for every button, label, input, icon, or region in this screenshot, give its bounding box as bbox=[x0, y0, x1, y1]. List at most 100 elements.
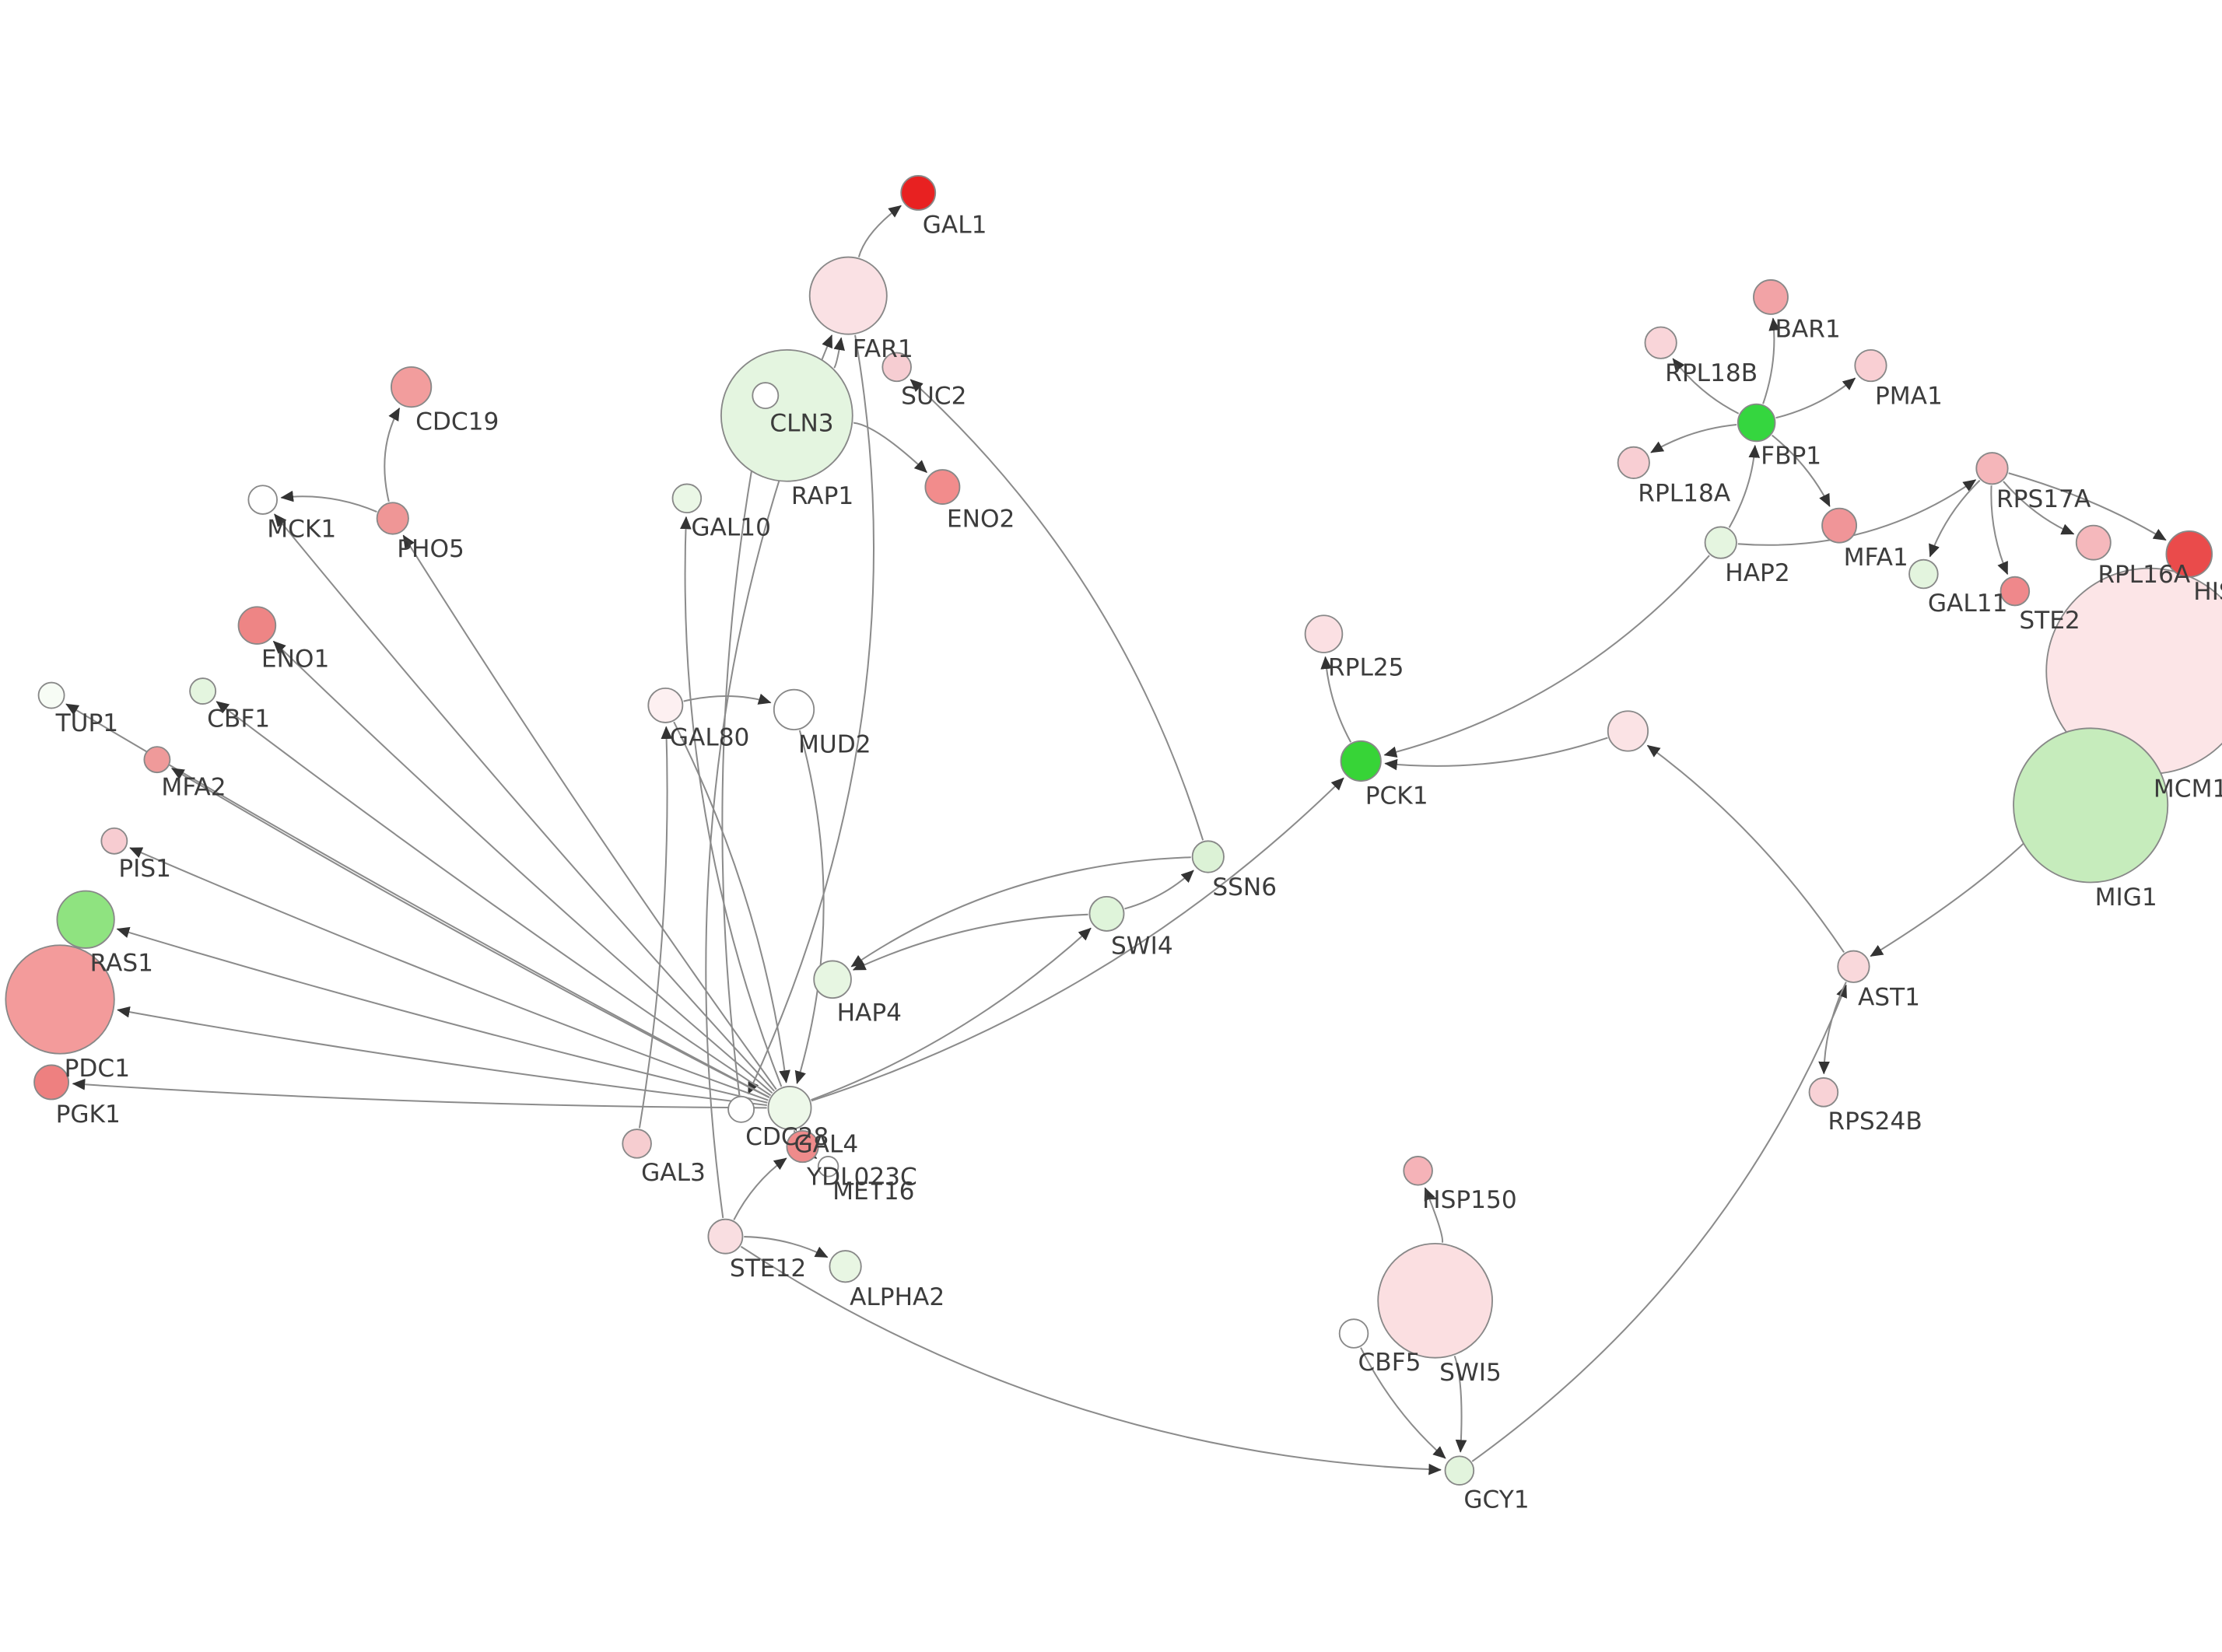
node-PHO5[interactable] bbox=[376, 502, 409, 535]
edge-RAP1-ENO2 bbox=[853, 422, 927, 474]
edge-GAL4-PDC1 bbox=[117, 1006, 767, 1107]
node-MUD2[interactable] bbox=[773, 688, 815, 731]
node-FBP1[interactable] bbox=[1737, 403, 1776, 443]
node-MIG1[interactable] bbox=[2013, 727, 2169, 884]
node-RPS17A[interactable] bbox=[1975, 452, 2009, 485]
edge-GAL4-MCK1 bbox=[273, 513, 775, 1092]
node-CLN3[interactable] bbox=[752, 382, 780, 410]
node-SUC2[interactable] bbox=[881, 352, 912, 383]
edge-FBP1-RPL18B bbox=[1672, 358, 1740, 415]
node-CBF5[interactable] bbox=[1338, 1318, 1369, 1349]
node-FAR1[interactable] bbox=[808, 256, 888, 335]
label-GAL80: GAL80 bbox=[670, 723, 750, 751]
node-GAL3[interactable] bbox=[622, 1129, 652, 1159]
node-CBF1[interactable] bbox=[189, 677, 217, 705]
edge-GAL4-PGK1 bbox=[72, 1079, 767, 1109]
label-HAP4: HAP4 bbox=[837, 999, 902, 1027]
node-CDC19[interactable] bbox=[391, 366, 433, 408]
edges-layer bbox=[65, 205, 2167, 1475]
label-PIS1: PIS1 bbox=[118, 855, 171, 883]
node-RPS24B[interactable] bbox=[1808, 1077, 1839, 1108]
node-SWI5[interactable] bbox=[1377, 1242, 1493, 1359]
node-PIS1[interactable] bbox=[100, 827, 128, 855]
edge-FBP1-BAR1 bbox=[1762, 317, 1780, 404]
edge-SSN6-SUC2 bbox=[909, 379, 1204, 841]
node-BAR1[interactable] bbox=[1753, 279, 1789, 315]
node-HIS4[interactable] bbox=[2165, 530, 2213, 578]
node-TUP1[interactable] bbox=[37, 681, 65, 709]
node-GAL80[interactable] bbox=[647, 687, 684, 723]
node-AST1[interactable] bbox=[1837, 950, 1870, 983]
node-RPL25[interactable] bbox=[1304, 614, 1344, 653]
label-MIG1: MIG1 bbox=[2095, 884, 2157, 912]
edge-PHO5-MCK1 bbox=[280, 490, 377, 513]
node-MET16[interactable] bbox=[817, 1155, 839, 1178]
edge-PCK1-RPL25 bbox=[1320, 656, 1352, 743]
label-ENO1: ENO1 bbox=[261, 645, 329, 673]
edge-CBF5-GCY1 bbox=[1360, 1347, 1446, 1459]
node-CDC28[interactable] bbox=[727, 1095, 755, 1123]
node-GAL10[interactable] bbox=[671, 483, 703, 514]
label-FAR1: FAR1 bbox=[853, 335, 913, 363]
edge-n51-PCK1 bbox=[1384, 737, 1608, 771]
node-PDC1[interactable] bbox=[5, 944, 115, 1055]
node-SSN6[interactable] bbox=[1191, 840, 1225, 873]
node-GCY1[interactable] bbox=[1444, 1455, 1475, 1486]
node-RPL18A[interactable] bbox=[1617, 446, 1650, 479]
label-GAL1: GAL1 bbox=[923, 211, 987, 239]
node-HAP2[interactable] bbox=[1704, 526, 1737, 559]
node-SWI4[interactable] bbox=[1088, 895, 1125, 932]
node-GAL4[interactable] bbox=[767, 1086, 812, 1130]
node-GAL1[interactable] bbox=[900, 175, 937, 211]
label-GAL10: GAL10 bbox=[691, 513, 771, 541]
node-RPL16A[interactable] bbox=[2075, 524, 2112, 561]
label-GAL11: GAL11 bbox=[1928, 590, 2008, 618]
node-RAP1[interactable] bbox=[720, 348, 853, 482]
label-SWI5: SWI5 bbox=[1439, 1359, 1502, 1387]
edge-SWI4-HAP4 bbox=[852, 913, 1088, 971]
label-STE12: STE12 bbox=[730, 1255, 806, 1283]
node-ENO2[interactable] bbox=[924, 469, 961, 506]
edge-FBP1-PMA1 bbox=[1775, 377, 1856, 419]
node-ALPHA2[interactable] bbox=[829, 1250, 862, 1283]
node-HSP150[interactable] bbox=[1403, 1155, 1433, 1186]
label-HAP2: HAP2 bbox=[1725, 559, 1789, 587]
edge-GAL4-PHO5 bbox=[402, 534, 777, 1090]
label-RPS17A: RPS17A bbox=[1996, 485, 2091, 513]
node-PGK1[interactable] bbox=[33, 1064, 70, 1101]
node-RPL18B[interactable] bbox=[1644, 326, 1677, 359]
label-MCM1: MCM1 bbox=[2154, 775, 2222, 803]
node-PCK1[interactable] bbox=[1340, 740, 1382, 782]
edge-CDC28-CLN3 bbox=[721, 411, 766, 1096]
node-n51[interactable] bbox=[1607, 710, 1649, 752]
edge-SWI5-GCY1 bbox=[1453, 1355, 1467, 1453]
node-MFA2[interactable] bbox=[143, 746, 171, 774]
edge-SSN6-HAP4 bbox=[850, 856, 1191, 968]
node-PMA1[interactable] bbox=[1854, 348, 1887, 383]
node-RAS1[interactable] bbox=[56, 890, 115, 949]
edge-GAL4-PIS1 bbox=[129, 847, 769, 1101]
edge-GAL4-MFA2 bbox=[171, 767, 770, 1099]
node-YDL023C[interactable] bbox=[786, 1129, 819, 1164]
label-MCK1: MCK1 bbox=[267, 515, 336, 543]
edge-AST1-RPS24B bbox=[1818, 982, 1847, 1075]
node-ENO1[interactable] bbox=[237, 606, 277, 645]
edge-GAL4-RAS1 bbox=[116, 926, 768, 1104]
node-GAL11[interactable] bbox=[1908, 558, 1939, 590]
node-HAP4[interactable] bbox=[813, 960, 852, 999]
label-TUP1: TUP1 bbox=[55, 709, 119, 737]
label-PCK1: PCK1 bbox=[1365, 782, 1428, 810]
node-MCK1[interactable] bbox=[247, 485, 278, 515]
label-PDC1: PDC1 bbox=[65, 1055, 130, 1083]
node-MFA1[interactable] bbox=[1821, 507, 1858, 544]
edge-GAL80-GAL4 bbox=[673, 721, 790, 1083]
label-RPL16A: RPL16A bbox=[2098, 561, 2191, 589]
label-PMA1: PMA1 bbox=[1875, 383, 1943, 411]
label-MFA1: MFA1 bbox=[1844, 544, 1908, 572]
node-STE12[interactable] bbox=[707, 1218, 744, 1255]
edge-STE12-YDL023C bbox=[733, 1157, 787, 1220]
node-STE2[interactable] bbox=[1999, 576, 2031, 607]
